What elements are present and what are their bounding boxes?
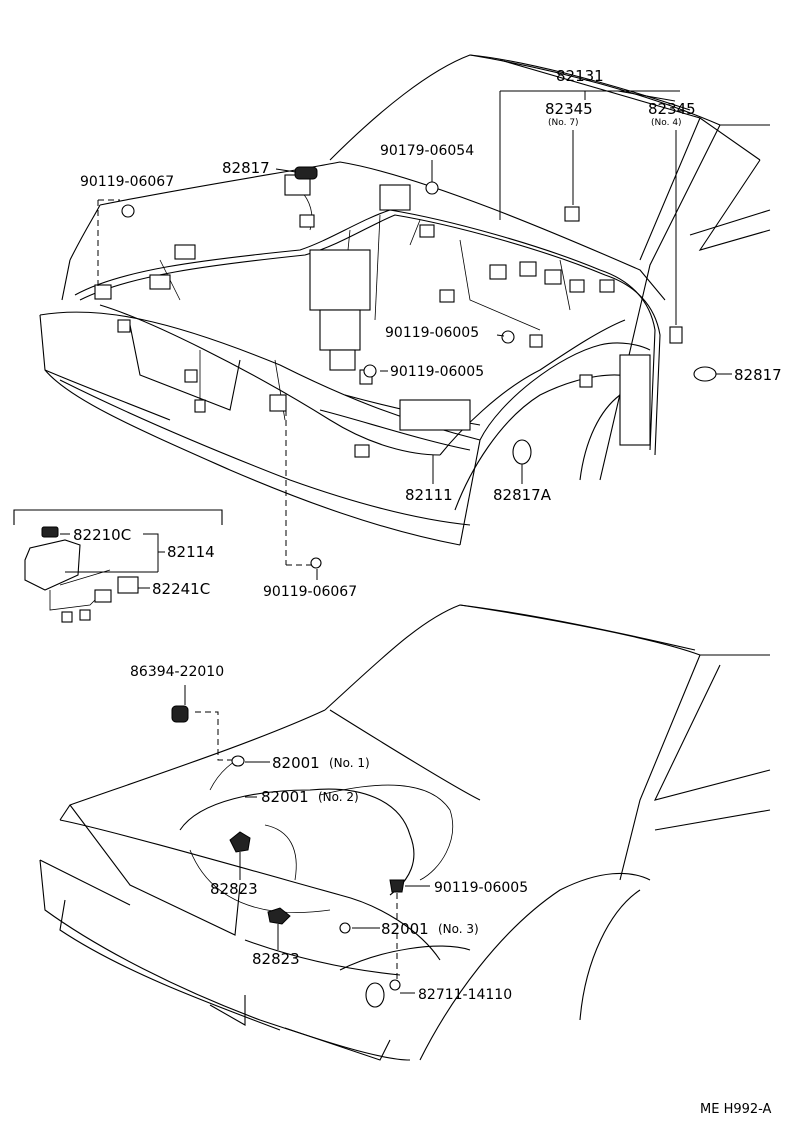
callout-82241C: 82241C [152, 580, 210, 598]
callout-82345-no4: 82345 [648, 100, 696, 118]
callout-82001-no3-sub: (No. 3) [438, 922, 479, 936]
lower-leader-lines [184, 685, 430, 994]
figure-code: ME H992-A [700, 1102, 772, 1117]
callout-82817A: 82817A [493, 486, 552, 504]
callout-82817-right: 82817 [734, 366, 782, 384]
callout-90179-06054: 90179-06054 [380, 143, 474, 159]
inset-82114 [13, 509, 223, 623]
callout-82001-no2-sub: (No. 2) [318, 790, 359, 804]
callout-82111: 82111 [405, 486, 453, 504]
callout-82131: 82131 [556, 67, 604, 85]
callout-labels: 82131 82345 (No. 7) 82345 (No. 4) 90179-… [73, 67, 782, 1117]
callout-82817-top: 82817 [222, 159, 270, 177]
callout-90119-06005-c: 90119-06005 [434, 880, 528, 896]
upper-leader-lines [97, 90, 732, 580]
callout-82114: 82114 [167, 543, 215, 561]
callout-82711-14110: 82711-14110 [418, 987, 512, 1003]
callout-82823-a: 82823 [210, 880, 258, 898]
lower-vehicle-drawing [39, 604, 771, 1061]
callout-82345-no7: 82345 [545, 100, 593, 118]
callout-86394-22010: 86394-22010 [130, 664, 224, 680]
callout-82001-no1-sub: (No. 1) [329, 756, 370, 770]
callout-90119-06067-bottom: 90119-06067 [263, 584, 357, 600]
callout-82823-b: 82823 [252, 950, 300, 968]
callout-82345-no7-sub: (No. 7) [548, 118, 579, 128]
callout-90119-06005-b: 90119-06005 [390, 364, 484, 380]
callout-82345-no4-sub: (No. 4) [651, 118, 682, 128]
callout-90119-06005-a: 90119-06005 [385, 325, 479, 341]
callout-82001-no1: 82001 [272, 754, 320, 772]
callout-82001-no2: 82001 [261, 788, 309, 806]
callout-82210C: 82210C [73, 526, 131, 544]
callout-90119-06067-top: 90119-06067 [80, 174, 174, 190]
upper-vehicle-drawing [39, 54, 771, 569]
callout-82001-no3: 82001 [381, 920, 429, 938]
